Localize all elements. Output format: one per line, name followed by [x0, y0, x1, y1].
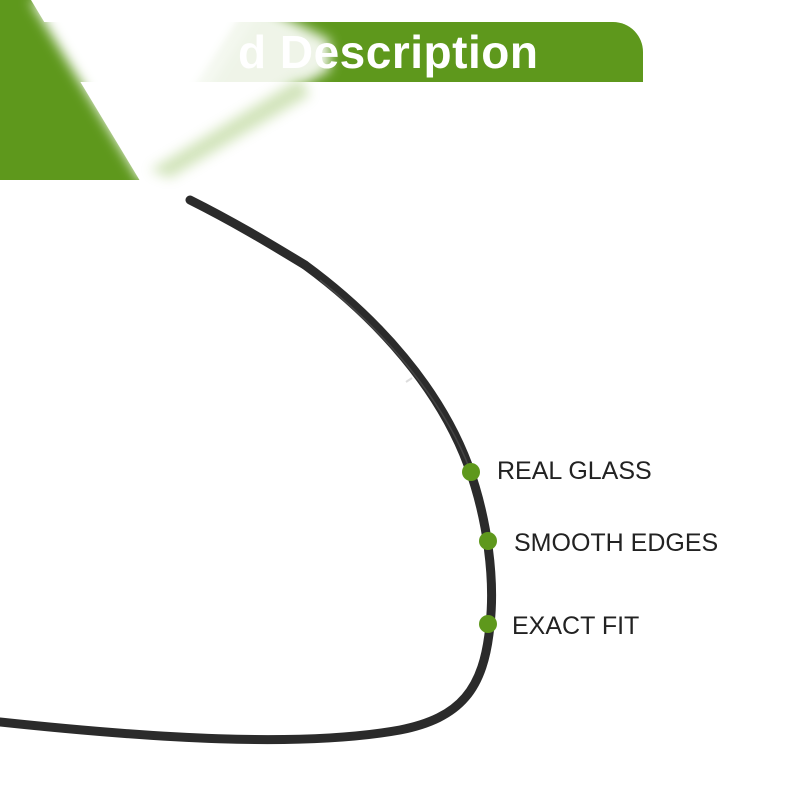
feature-label-exact-fit: EXACT FIT [512, 612, 640, 640]
feature-dot-smooth-edges [479, 532, 497, 550]
feature-dot-real-glass [462, 463, 480, 481]
feature-label-real-glass: REAL GLASS [497, 457, 652, 485]
feature-dot-exact-fit [479, 615, 497, 633]
feature-label-smooth-edges: SMOOTH EDGES [514, 529, 719, 557]
